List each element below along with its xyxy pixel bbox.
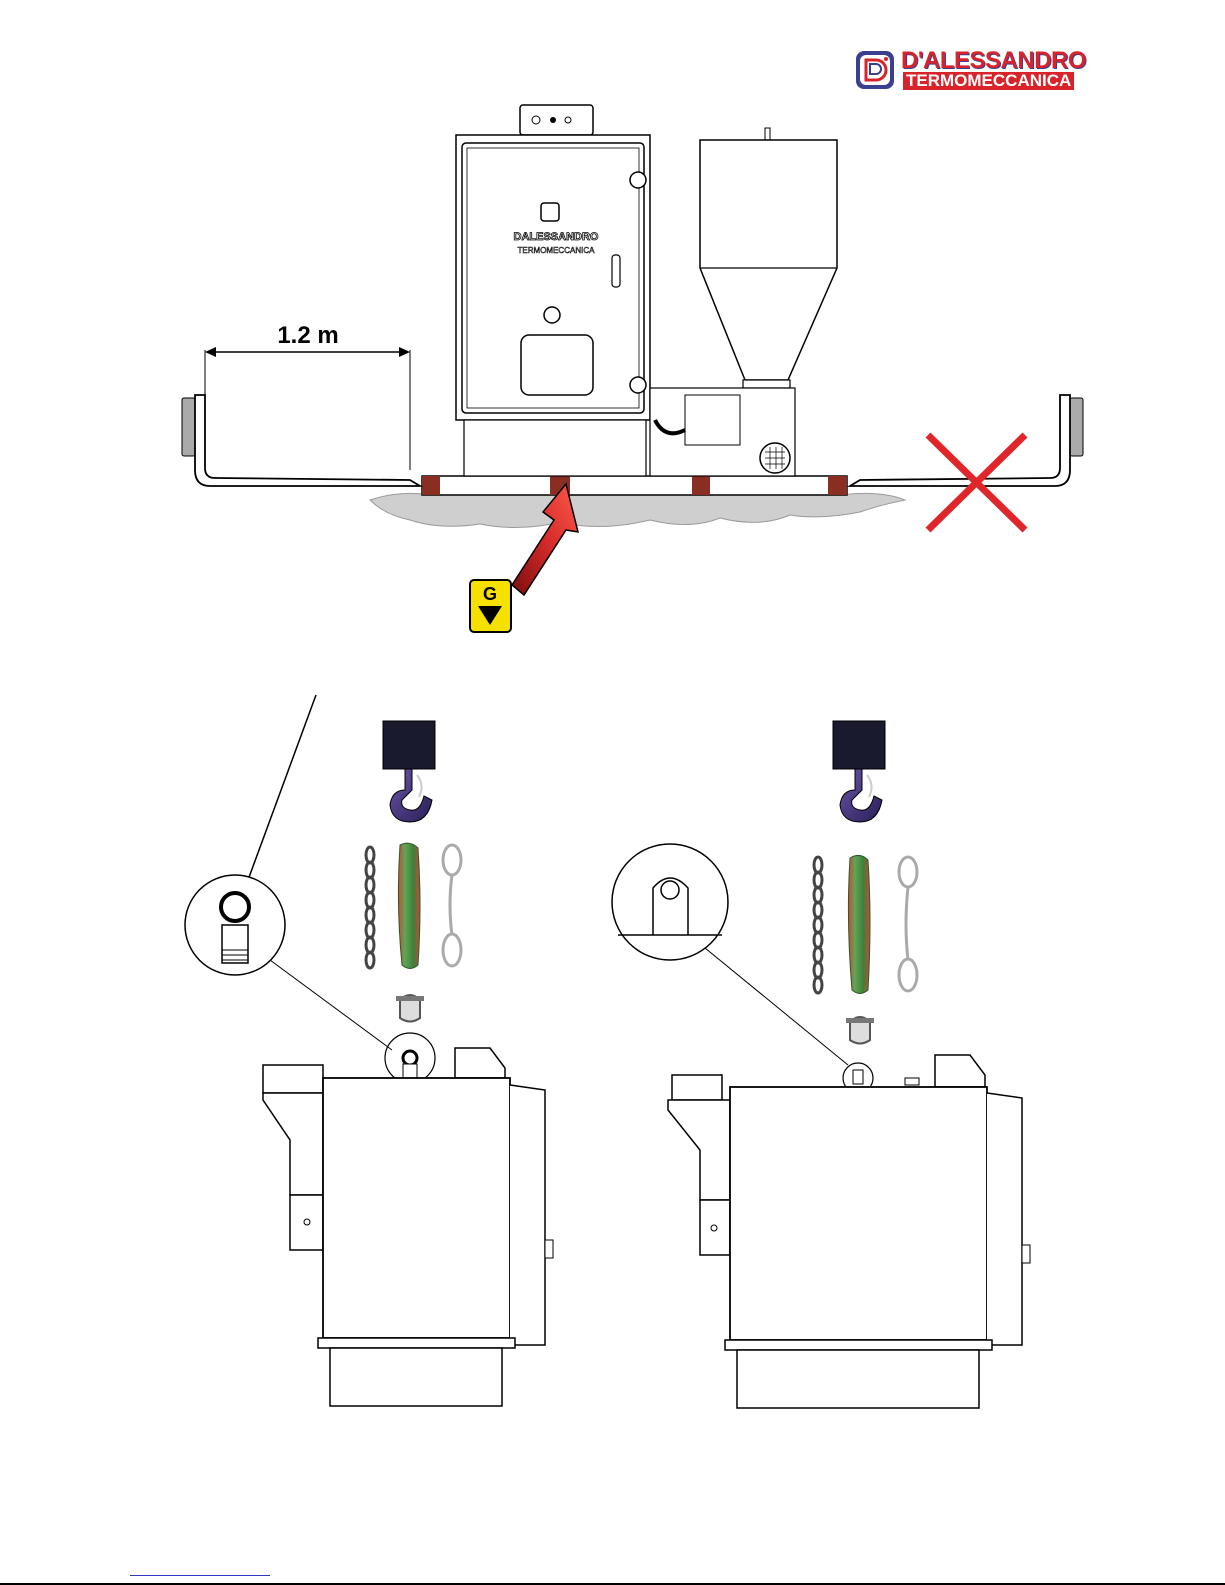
distance-label: 1.2 m xyxy=(277,322,338,349)
gravity-label: G xyxy=(483,584,497,604)
chain-icon-2 xyxy=(814,857,822,993)
forklift-lift-figure: DALESSANDRO TERMOMECCANICA xyxy=(182,105,1083,632)
fork-length-dimension: 1.2 m xyxy=(205,322,410,470)
footer-link-underline xyxy=(130,1575,270,1576)
boiler-side-view-left xyxy=(263,1048,553,1406)
boiler-front-view: DALESSANDRO TERMOMECCANICA xyxy=(456,105,650,476)
door-hinge-top xyxy=(630,172,646,188)
boiler-brand-subtext: TERMOMECCANICA xyxy=(518,246,596,255)
shackle-icon xyxy=(396,995,424,1022)
crane-hook-icon-2 xyxy=(840,769,882,822)
ground-shadow xyxy=(370,493,905,527)
chain-icon xyxy=(366,847,374,968)
wire-rope-icon xyxy=(443,845,461,966)
crane-block-icon-2 xyxy=(833,721,885,769)
boiler-side-view-right xyxy=(668,1055,1030,1408)
boiler-base xyxy=(464,420,646,476)
crane-lift-figure-left xyxy=(185,695,553,1406)
sling-strap-icon-2 xyxy=(848,855,870,993)
door-hinge-bottom xyxy=(630,377,646,393)
crane-block-icon xyxy=(383,721,435,769)
control-panel xyxy=(520,105,593,135)
forklift-fork-left xyxy=(182,395,420,486)
pallet xyxy=(422,476,847,495)
inspection-knob xyxy=(544,307,560,323)
wire-rope-icon-2 xyxy=(899,857,917,991)
pellet-hopper xyxy=(650,128,837,476)
shackle-icon-2 xyxy=(846,1017,874,1044)
ash-door xyxy=(521,335,593,395)
crane-lift-figure-right xyxy=(612,721,1030,1408)
eye-bolt-detail-callout xyxy=(185,875,392,1050)
center-of-gravity-badge: G xyxy=(470,580,511,632)
boiler-brand-text: DALESSANDRO xyxy=(514,231,599,243)
sling-strap-icon xyxy=(398,843,420,968)
leader-line xyxy=(248,695,316,880)
crane-hook-icon xyxy=(390,769,432,822)
